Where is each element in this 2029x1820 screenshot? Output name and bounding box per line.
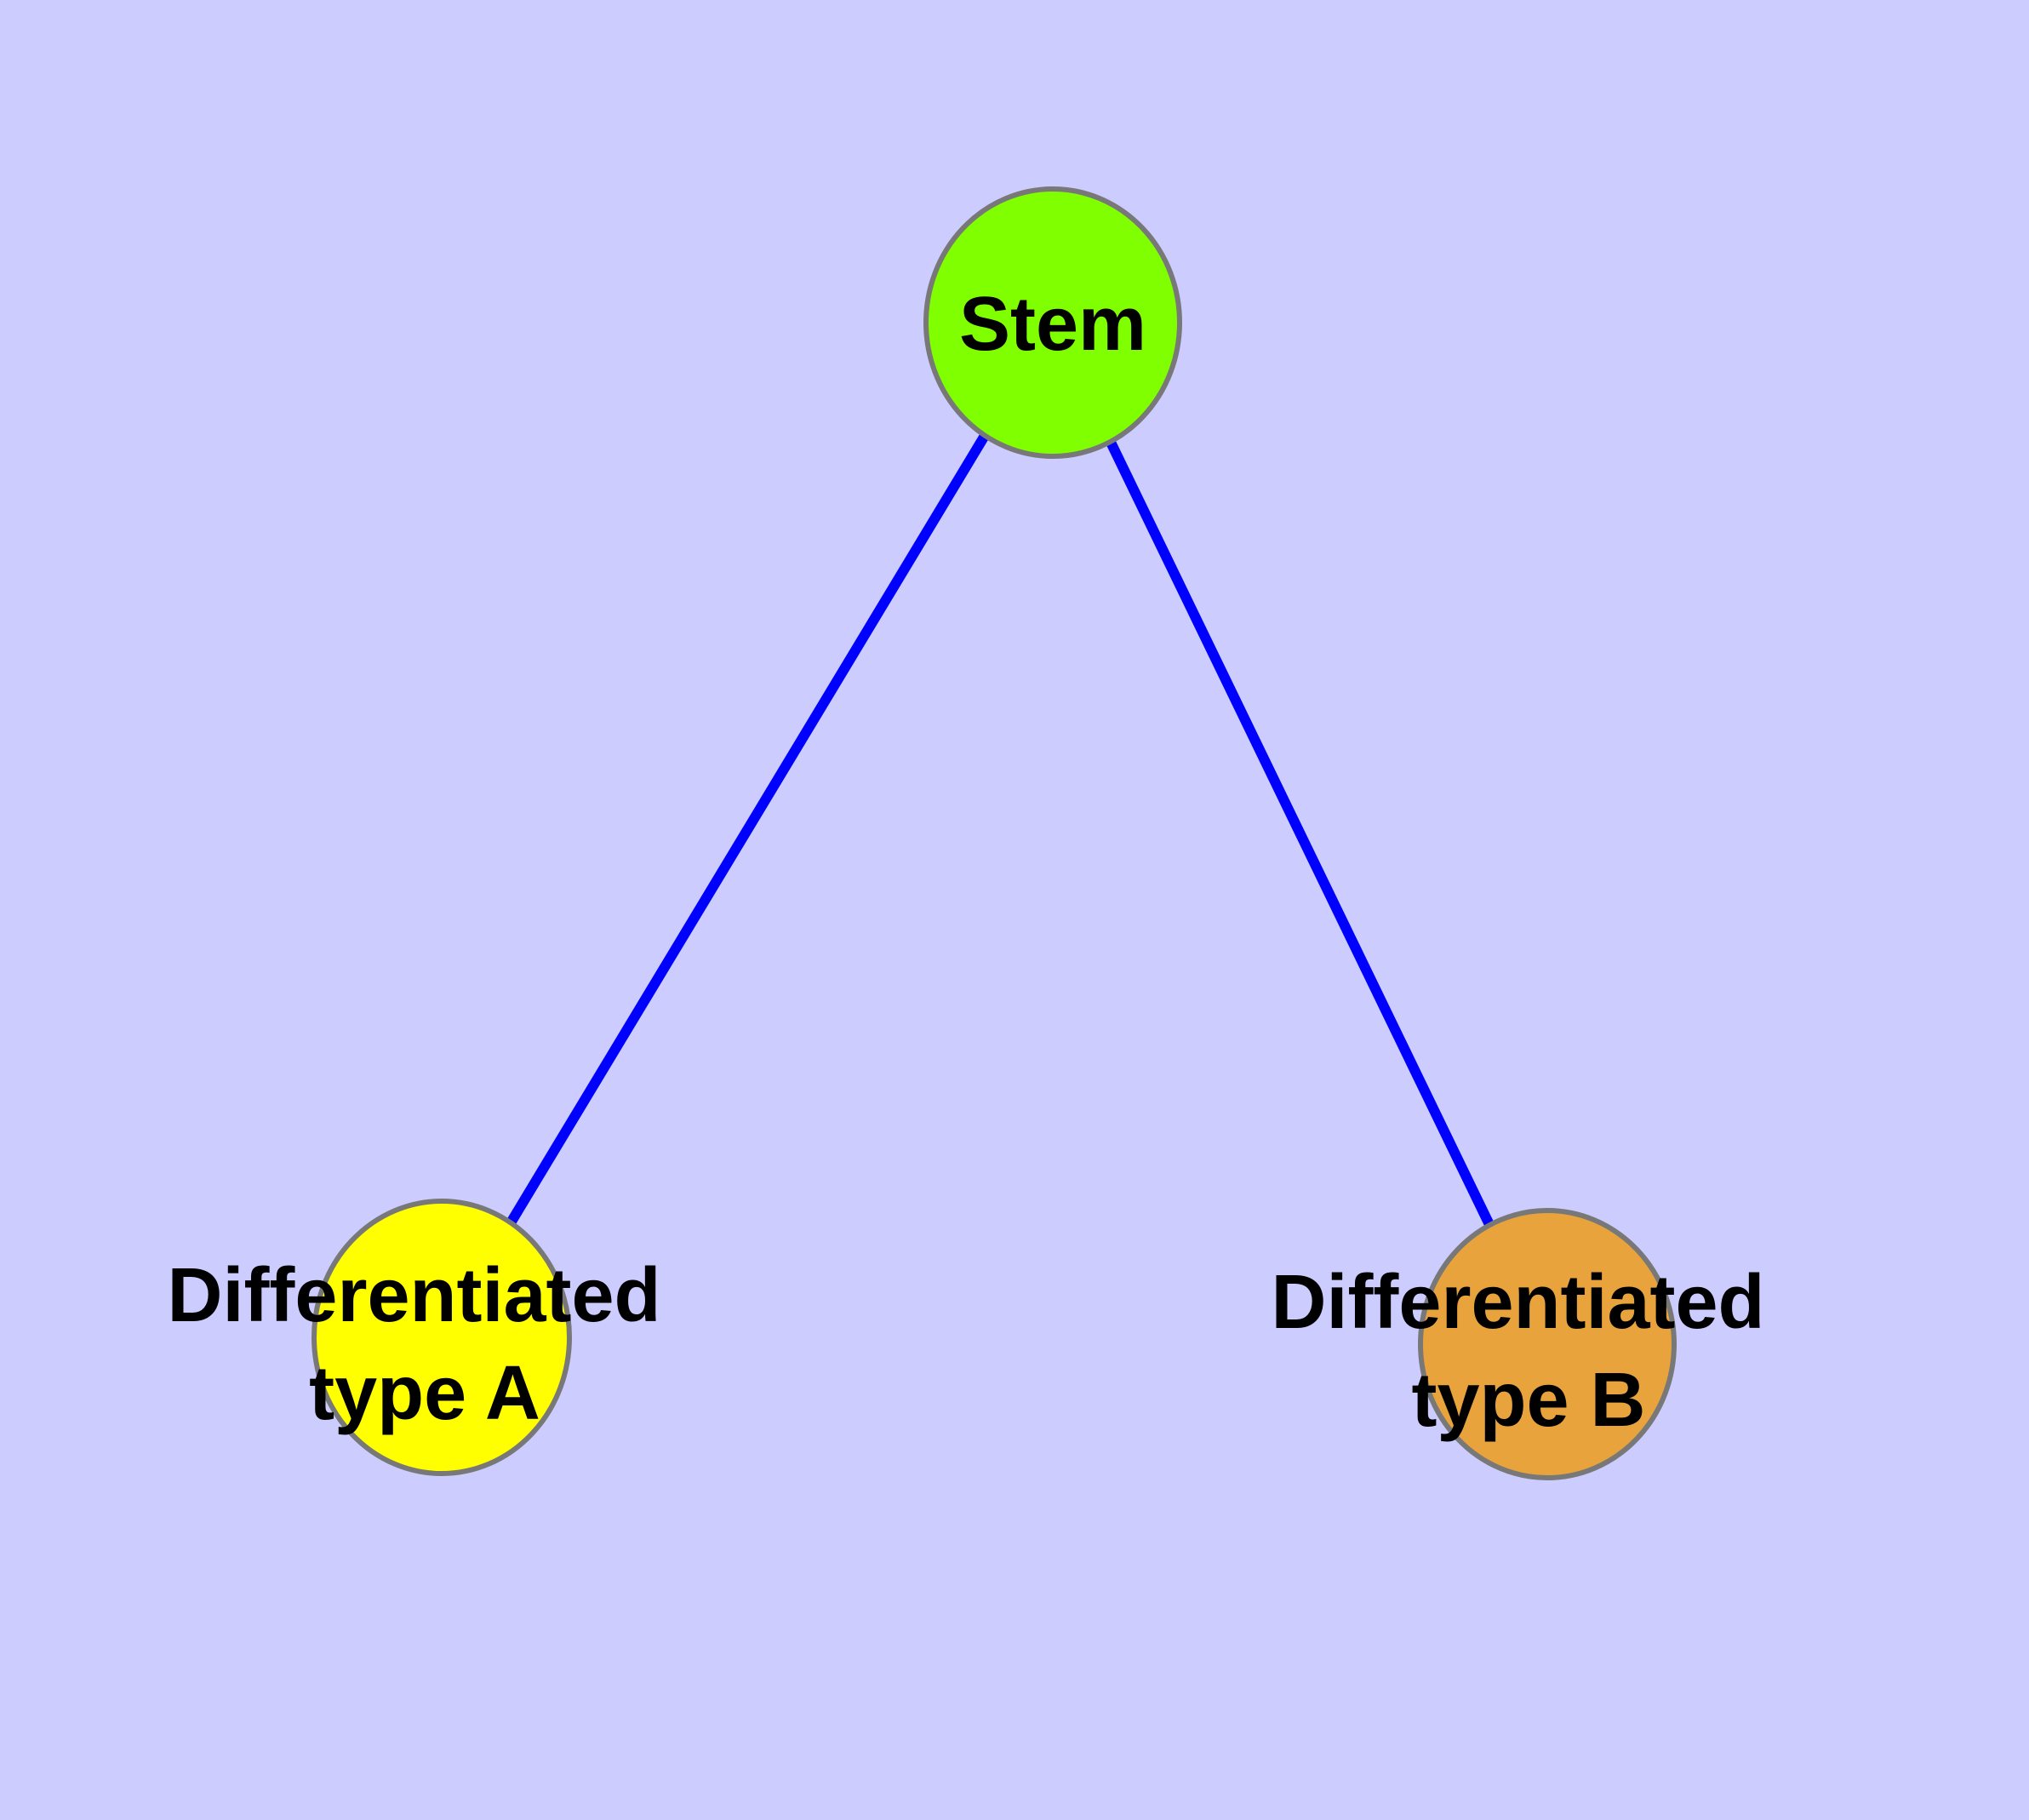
node-stem: [923, 186, 1182, 459]
edge-stem-to-differentiated-type-b: [1048, 320, 1552, 1347]
node-differentiated-type-b-label-line2: type B: [1411, 1358, 1645, 1443]
node-differentiated-type-b: [1418, 1208, 1677, 1480]
node-stem-label: Stem: [959, 282, 1146, 367]
node-differentiated-type-a-label: Differentiated type A: [167, 1253, 682, 1436]
node-differentiated-type-b-label-line1: Differentiated: [1271, 1260, 1764, 1345]
edge-stem-to-differentiated-type-a: [437, 319, 1058, 1341]
node-differentiated-type-b-label: Differentiated type B: [1271, 1260, 1786, 1443]
node-differentiated-type-a-label-line1: Differentiated: [167, 1253, 660, 1338]
node-differentiated-type-a: [311, 1199, 572, 1476]
node-differentiated-type-a-label-line2: type A: [309, 1351, 540, 1436]
